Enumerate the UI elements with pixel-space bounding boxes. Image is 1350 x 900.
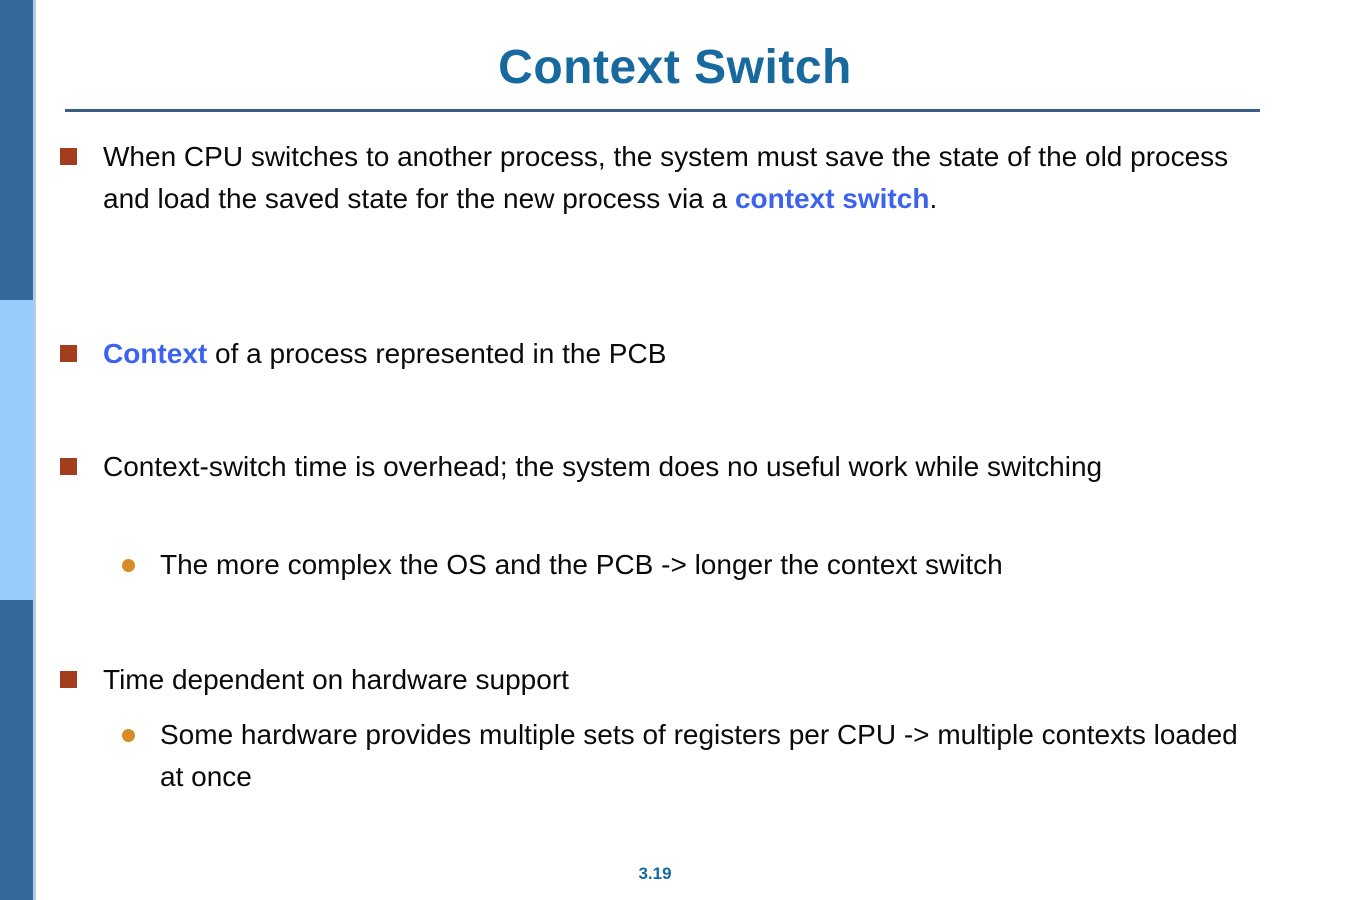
sub-bullet-text: The more complex the OS and the PCB -> l… <box>160 549 1003 580</box>
circle-bullet-icon <box>122 559 135 572</box>
sidebar-band-top <box>0 0 33 300</box>
bullet-text: Time dependent on hardware support <box>103 664 569 695</box>
bullet-text-segment: When CPU switches to another process, th… <box>103 141 1229 214</box>
sidebar-band-middle <box>0 300 33 600</box>
square-bullet-icon <box>60 148 77 165</box>
bullet-item-overhead: Context-switch time is overhead; the sys… <box>60 446 1273 488</box>
sub-bullet-item-register-sets: Some hardware provides multiple sets of … <box>122 714 1268 798</box>
bullet-item-context-switch-definition: When CPU switches to another process, th… <box>60 136 1273 220</box>
square-bullet-icon <box>60 345 77 362</box>
bullet-text-segment: of a process represented in the PCB <box>207 338 667 369</box>
emphasis-context: Context <box>103 338 208 369</box>
bullet-item-context-pcb: Context of a process represented in the … <box>60 333 1273 375</box>
sub-bullet-item-complexity: The more complex the OS and the PCB -> l… <box>122 544 1268 586</box>
bullet-text: Context-switch time is overhead; the sys… <box>103 451 1103 482</box>
page-number: 3.19 <box>638 864 672 883</box>
circle-bullet-icon <box>122 729 135 742</box>
bullet-item-hardware-support: Time dependent on hardware support <box>60 659 1273 701</box>
emphasis-context-switch: context switch <box>734 183 930 214</box>
sub-bullet-text: Some hardware provides multiple sets of … <box>160 719 1238 792</box>
sidebar-edge-stripe <box>33 0 36 900</box>
slide-title: Context Switch <box>498 41 852 94</box>
square-bullet-icon <box>60 458 77 475</box>
bullet-text-segment: . <box>929 183 938 214</box>
sidebar-band-bottom <box>0 600 33 900</box>
bullet-text: Context of a process represented in the … <box>103 333 1273 375</box>
bullet-text: When CPU switches to another process, th… <box>103 136 1273 220</box>
title-divider <box>65 109 1260 112</box>
square-bullet-icon <box>60 671 77 688</box>
